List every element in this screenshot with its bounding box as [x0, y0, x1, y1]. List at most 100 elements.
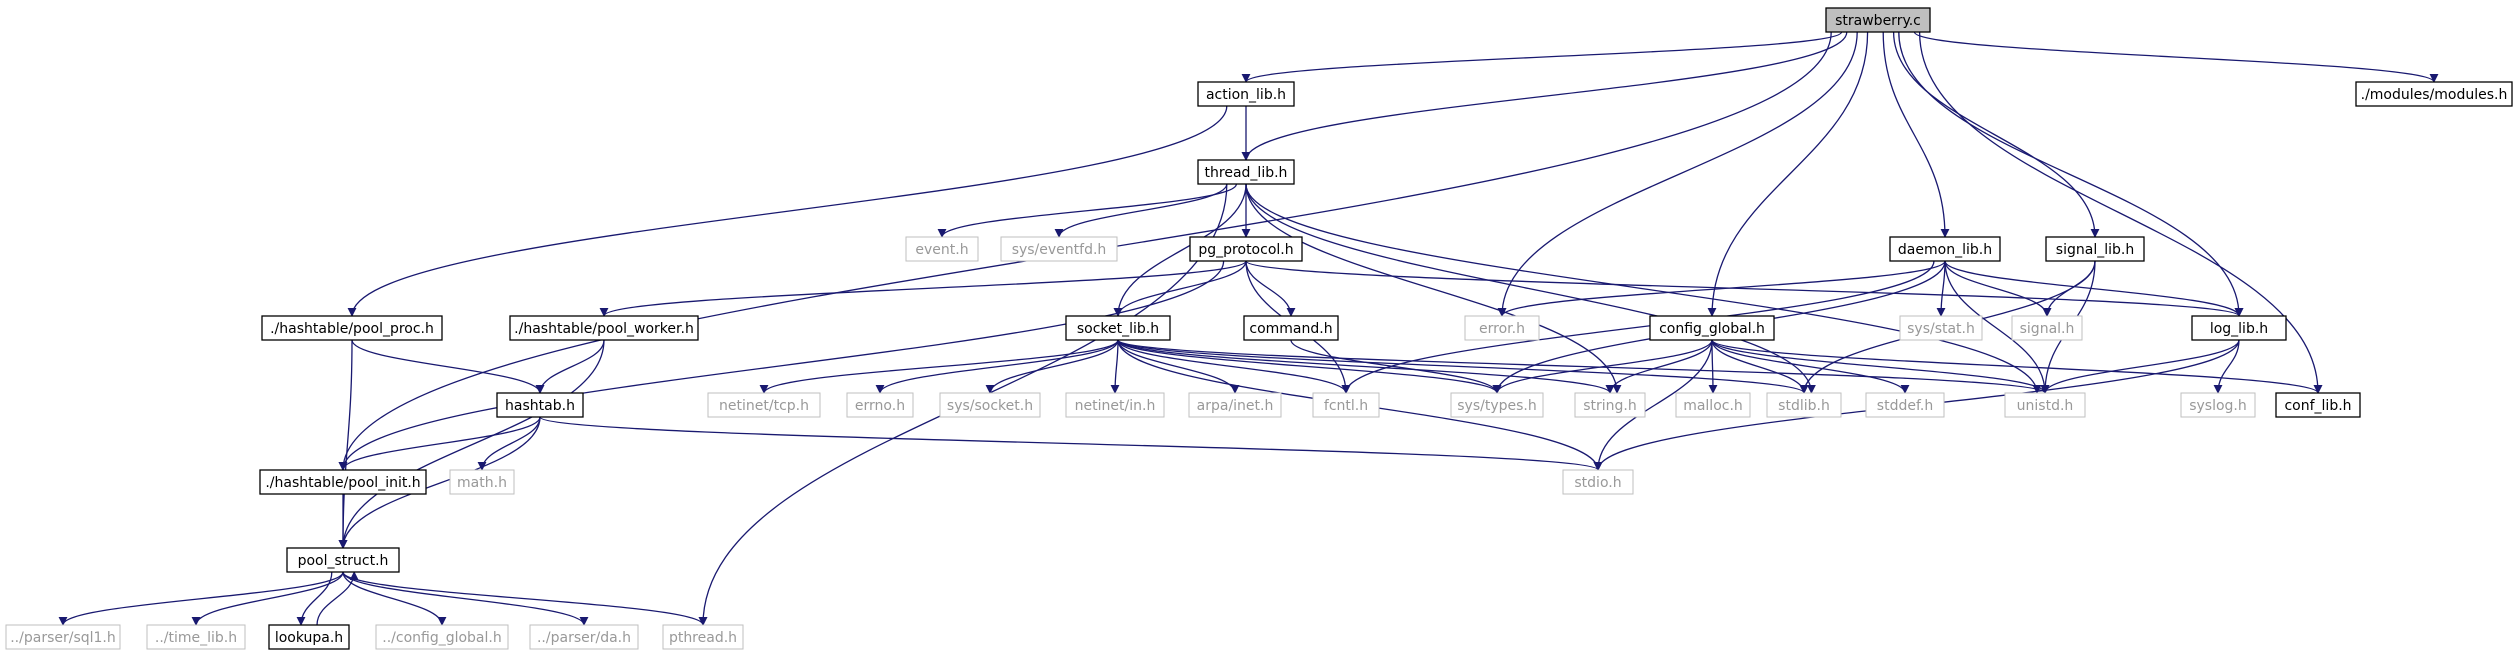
node-box — [905, 236, 979, 262]
node-command-h[interactable]: command.h — [1243, 315, 1339, 341]
node-label: ../config_global.h — [382, 630, 501, 646]
node-action-lib-h[interactable]: action_lib.h — [1197, 81, 1295, 107]
node-stdio-h: stdio.h — [1562, 469, 1634, 495]
node-daemon-lib-h[interactable]: daemon_lib.h — [1889, 236, 2001, 262]
node-label: sys/stat.h — [1907, 321, 1975, 337]
node-lookupa-h[interactable]: lookupa.h — [268, 624, 350, 650]
node-pool-init-h[interactable]: ./hashtable/pool_init.h — [259, 469, 427, 495]
node-label: ../time_lib.h — [155, 630, 237, 646]
node-log-lib-h[interactable]: log_lib.h — [2191, 315, 2287, 341]
edge-config_global_h-to-unistd_h — [1711, 339, 2050, 394]
edge-strawberry_c-to-config_global_h — [1707, 31, 1869, 317]
node-arpa-inet-h: arpa/inet.h — [1188, 392, 1282, 418]
node-sys-stat-h: sys/stat.h — [1899, 315, 1983, 341]
node-box — [1197, 81, 1295, 107]
node-box — [1675, 392, 1751, 418]
node-label: fcntl.h — [1324, 398, 1368, 414]
node-box — [375, 624, 509, 650]
edge-daemon_lib_h-to-error_h — [1497, 260, 1946, 317]
edge-strawberry_c-to-thread_lib_h — [1241, 31, 1848, 161]
edge-pool_proc_h-to-hashtab_h — [351, 339, 545, 394]
node-modules-h[interactable]: ./modules/modules.h — [2355, 81, 2513, 107]
node-label: sys/eventfd.h — [1012, 242, 1107, 258]
node-label: socket_lib.h — [1077, 321, 1159, 337]
edge-log_lib_h-to-unistd_h — [2040, 339, 2240, 394]
node-box — [1825, 7, 1931, 33]
node-sys-types-h: sys/types.h — [1450, 392, 1544, 418]
node-pool-struct-h[interactable]: pool_struct.h — [286, 547, 400, 573]
edge-pool_struct_h-to-parser_sql1_h — [58, 571, 344, 626]
node-box — [846, 392, 914, 418]
node-label: math.h — [457, 475, 507, 491]
node-config-global-h[interactable]: config_global.h — [1649, 315, 1775, 341]
node-label: stdlib.h — [1778, 398, 1830, 414]
node-box — [1865, 392, 1945, 418]
node-label: ./hashtable/pool_worker.h — [514, 321, 694, 337]
node-errno-h: errno.h — [846, 392, 914, 418]
node-box — [707, 392, 821, 418]
edge-pg_protocol_h-to-socket_lib_h — [1113, 260, 1247, 317]
node-pool-proc-h[interactable]: ./hashtable/pool_proc.h — [261, 315, 443, 341]
node-hashtab-h[interactable]: hashtab.h — [496, 392, 584, 418]
node-box — [1197, 159, 1295, 185]
node-box — [1574, 392, 1646, 418]
edge-strawberry_c-to-modules_h — [1913, 31, 2439, 83]
node-sys-eventfd-h: sys/eventfd.h — [1000, 236, 1118, 262]
edge-pg_protocol_h-to-pool_init_h — [338, 260, 1225, 471]
edge-pg_protocol_h-to-pool_worker_h — [599, 260, 1247, 317]
node-box — [1189, 236, 1303, 262]
edge-strawberry_c-to-signal_lib_h — [1892, 31, 2100, 238]
node-box — [1889, 236, 2001, 262]
node-label: action_lib.h — [1206, 87, 1286, 103]
node-label: event.h — [915, 242, 968, 258]
node-box — [1188, 392, 1282, 418]
node-malloc-h: malloc.h — [1675, 392, 1751, 418]
node-box — [1562, 469, 1634, 495]
node-box — [146, 624, 246, 650]
node-box — [1065, 315, 1171, 341]
node-pool-worker-h[interactable]: ./hashtable/pool_worker.h — [509, 315, 699, 341]
node-signal-lib-h[interactable]: signal_lib.h — [2045, 236, 2145, 262]
edge-strawberry_c-to-action_lib_h — [1241, 31, 1843, 83]
node-label: strawberry.c — [1835, 13, 1921, 29]
node-box — [2275, 392, 2361, 418]
node-conf-lib-h[interactable]: conf_lib.h — [2275, 392, 2361, 418]
node-label: unistd.h — [2017, 398, 2074, 414]
edge-thread_lib_h-to-socket_lib_h — [1113, 183, 1247, 317]
edge-pool_struct_h-to-time_lib_h — [191, 571, 344, 626]
node-label: arpa/inet.h — [1197, 398, 1274, 414]
edge-lookupa_h-to-pool_struct_h — [316, 571, 359, 626]
node-thread-lib-h[interactable]: thread_lib.h — [1197, 159, 1295, 185]
node-box — [268, 624, 350, 650]
edge-pg_protocol_h-to-command_h — [1245, 260, 1296, 317]
node-box — [1464, 315, 1540, 341]
edge-socket_lib_h-to-sys_types_h — [1117, 339, 1502, 394]
node-label: conf_lib.h — [2284, 398, 2351, 414]
node-box — [529, 624, 639, 650]
node-label: log_lib.h — [2210, 321, 2268, 337]
node-label: errno.h — [855, 398, 905, 414]
edge-socket_lib_h-to-unistd_h — [1117, 339, 2050, 394]
edge-thread_lib_h-to-unistd_h — [1245, 183, 2042, 394]
node-parser-da-h: ../parser/da.h — [529, 624, 639, 650]
edge-log_lib_h-to-syslog_h — [2213, 339, 2240, 394]
node-pthread-h: pthread.h — [662, 624, 744, 650]
node-box — [259, 469, 427, 495]
edge-socket_lib_h-to-sys_socket_h — [985, 339, 1119, 394]
node-socket-lib-h[interactable]: socket_lib.h — [1065, 315, 1171, 341]
edge-thread_lib_h-to-string_h — [1245, 183, 1622, 394]
node-box — [2355, 81, 2513, 107]
edge-config_global_h-to-conf_lib_h — [1711, 339, 2323, 394]
node-time-lib-h: ../time_lib.h — [146, 624, 246, 650]
node-strawberry-c[interactable]: strawberry.c — [1825, 7, 1931, 33]
node-box — [286, 547, 400, 573]
node-label: ../parser/da.h — [537, 630, 631, 646]
node-box — [1000, 236, 1118, 262]
node-pg-protocol-h[interactable]: pg_protocol.h — [1189, 236, 1303, 262]
node-label: syslog.h — [2189, 398, 2247, 414]
edge-socket_lib_h-to-netinet_in_h — [1110, 339, 1120, 394]
edge-socket_lib_h-to-errno_h — [875, 339, 1119, 394]
node-label: ./hashtable/pool_proc.h — [270, 321, 434, 337]
node-box — [2045, 236, 2145, 262]
edge-daemon_lib_h-to-fcntl_h — [1341, 260, 1935, 394]
